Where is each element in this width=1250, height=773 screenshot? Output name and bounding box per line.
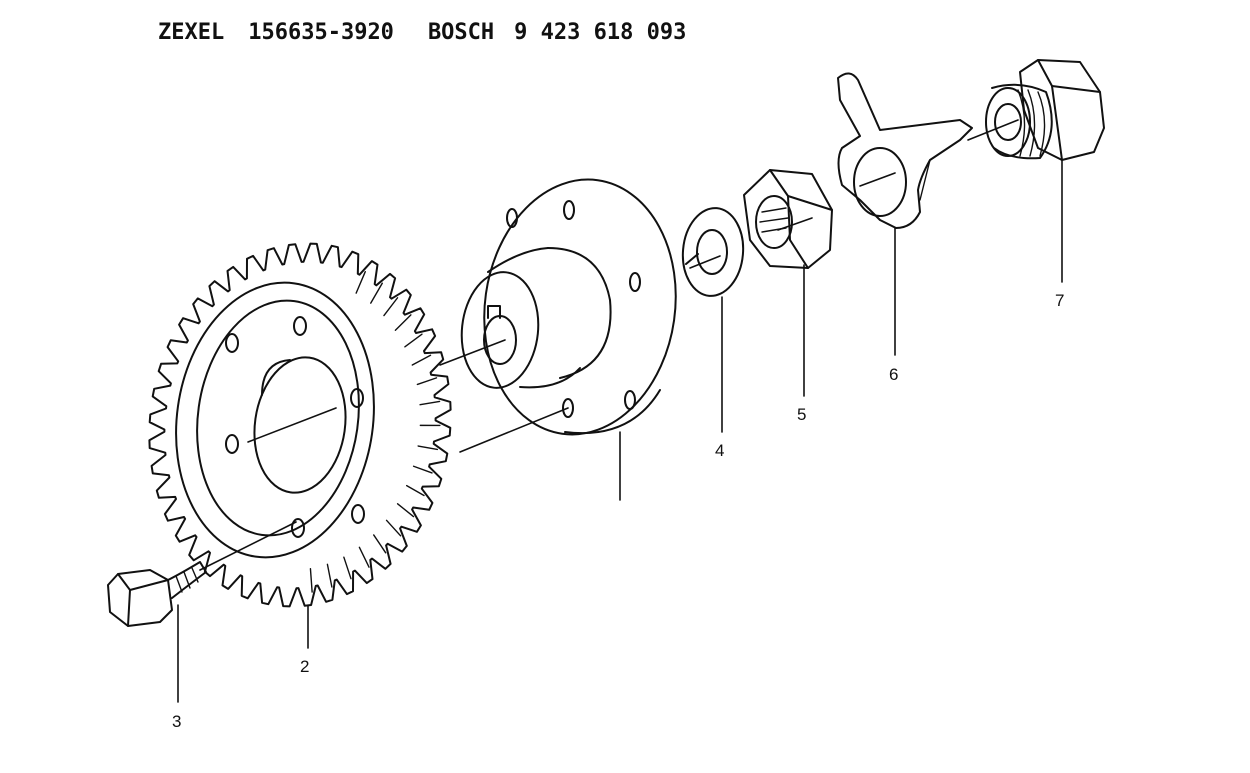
hub-top	[487, 247, 549, 273]
hub-end-face	[460, 271, 540, 389]
screw-axis	[199, 521, 297, 571]
flange-hole	[563, 200, 575, 220]
gear-tooth-line	[416, 377, 438, 386]
gear-bore	[253, 356, 347, 494]
lock-washer	[681, 207, 745, 297]
flange-hole	[624, 390, 636, 410]
gear-tooth-line	[326, 563, 333, 588]
plug-hex-edge	[1051, 85, 1063, 161]
gear-hole	[350, 388, 364, 408]
bolt-axis	[459, 407, 569, 453]
gear-tooth-line	[373, 534, 387, 554]
callout-4: 4	[715, 441, 724, 460]
gear-face-rim	[175, 281, 375, 559]
maker-bosch: BOSCH	[427, 20, 495, 45]
gear-tooth-line	[411, 354, 432, 366]
assembly-axis	[859, 172, 896, 187]
gear-tooth-line	[370, 282, 383, 304]
gear-face-inner	[196, 299, 360, 537]
gear-bore-shade	[261, 359, 291, 396]
gear-tooth-line	[383, 297, 399, 317]
nut-edge	[787, 195, 809, 269]
gear-axis-line	[247, 407, 337, 443]
gear-hole	[225, 434, 239, 454]
plate-bore	[853, 147, 907, 217]
part-number-header: ZEXEL 156635-3920 BOSCH 9 423 618 093	[158, 20, 686, 45]
gear-tooth-line	[394, 314, 412, 331]
assembly-axis	[439, 339, 506, 366]
plug-bore	[994, 103, 1022, 141]
gear-tooth-line	[412, 465, 433, 474]
flange-hole	[506, 208, 518, 228]
gear-hole	[291, 518, 305, 538]
gear-hole	[293, 316, 307, 336]
callout-2: 2	[300, 657, 309, 676]
plug-hex-edge	[1037, 59, 1101, 93]
bolt-head	[107, 569, 173, 627]
gear-hole	[225, 333, 239, 353]
plug-hex	[1019, 59, 1105, 161]
nut-edge	[769, 169, 833, 211]
maker-zexel: ZEXEL	[158, 20, 225, 45]
gear-teeth	[148, 242, 452, 608]
assembly-axis	[967, 119, 1019, 141]
gear-tooth-line	[355, 270, 366, 294]
bolt-thread	[175, 567, 199, 593]
lock-plate	[837, 72, 973, 356]
nut-bore	[755, 195, 793, 249]
flange-edge	[564, 389, 661, 434]
gear-tooth-profile	[148, 242, 452, 608]
plug-thread-body	[991, 83, 1053, 160]
washer-split	[685, 253, 699, 265]
plate-outline	[837, 72, 973, 229]
gear-tooth-line	[309, 568, 313, 593]
gear-tooth-line	[419, 400, 441, 406]
gear-tooth-line	[385, 519, 402, 537]
flange-hole	[562, 398, 574, 418]
bosch-part-number: 9 423 618 093	[514, 20, 687, 45]
callout-7: 7	[1055, 291, 1064, 310]
hex-nut	[743, 169, 833, 269]
nut-outline	[743, 169, 833, 269]
flange-disc	[483, 178, 677, 436]
zexel-part-number: 156635-3920	[248, 20, 394, 45]
hub-outline	[547, 247, 612, 379]
timing-gear	[148, 242, 452, 608]
gear-tooth-line	[358, 546, 370, 568]
gear-tooth-line	[404, 333, 423, 348]
gear-tooth-line	[405, 484, 425, 497]
nut-thread	[759, 207, 789, 233]
washer-inner	[696, 229, 728, 275]
gear-hole	[351, 504, 365, 524]
flange-hole	[629, 272, 641, 292]
gear-tooth-line	[343, 556, 352, 580]
callout-3: 3	[172, 712, 181, 731]
washer-outer	[681, 207, 745, 297]
plug-threads	[1017, 89, 1046, 157]
callout-6: 6	[889, 365, 898, 384]
hub-flange	[460, 178, 677, 501]
hex-bolt	[107, 561, 207, 703]
gear-tooth-line	[417, 445, 439, 451]
plate-fold	[919, 159, 931, 201]
hub-keyway	[487, 305, 501, 319]
plug-end	[985, 87, 1031, 157]
hub-bottom	[519, 367, 581, 389]
hub-bore	[483, 315, 517, 365]
threaded-plug	[985, 59, 1105, 283]
callout-5: 5	[797, 405, 806, 424]
gear-tooth-line	[396, 503, 415, 518]
assembly-axis	[689, 255, 721, 269]
bolt-head-edge	[127, 589, 131, 627]
